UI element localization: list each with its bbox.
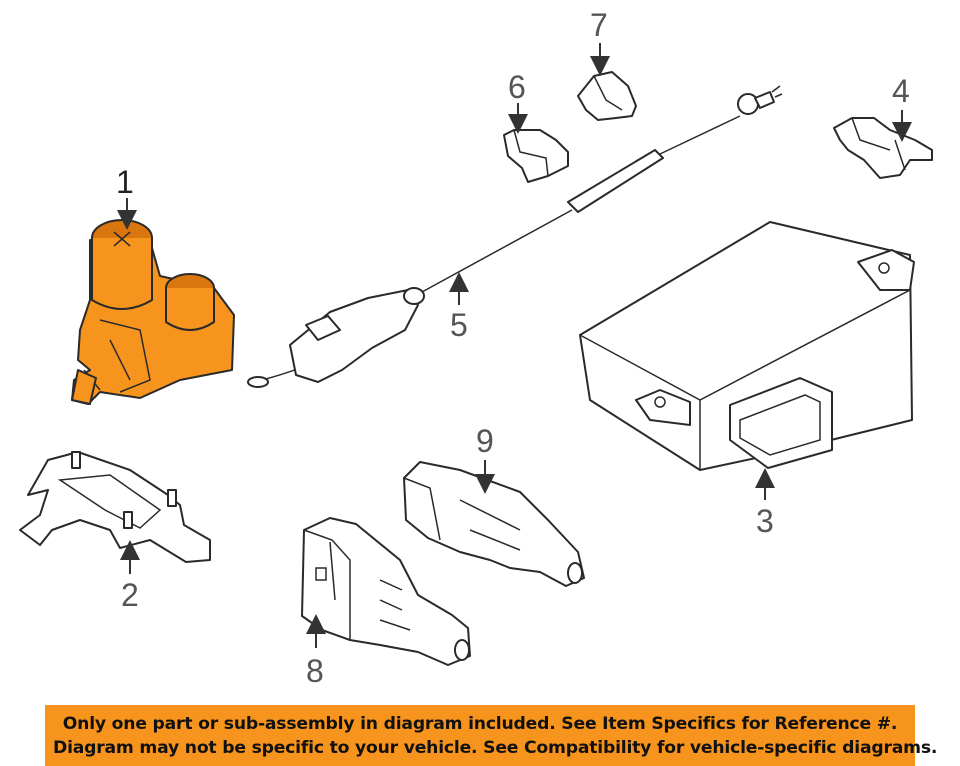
callout-6: 6 xyxy=(508,69,526,105)
callout-3: 3 xyxy=(756,503,774,539)
part-5-cable[interactable] xyxy=(247,85,783,388)
callout-4: 4 xyxy=(892,73,910,109)
disclaimer-line-1: Only one part or sub-assembly in diagram… xyxy=(62,714,898,734)
part-7-clip[interactable] xyxy=(577,71,637,121)
callout-7: 7 xyxy=(590,7,608,43)
callout-5: 5 xyxy=(450,307,468,343)
part-3-control-module[interactable] xyxy=(579,221,915,471)
part-6-clip[interactable] xyxy=(503,129,569,183)
disclaimer-banner: Only one part or sub-assembly in diagram… xyxy=(45,705,938,766)
parts-diagram: 1 2 3 4 5 6 7 8 9 xyxy=(19,7,933,689)
part-8-switch[interactable] xyxy=(301,517,471,666)
part-2-bracket[interactable] xyxy=(19,451,211,563)
callout-1: 1 xyxy=(116,164,134,200)
callout-8: 8 xyxy=(306,653,324,689)
callout-9: 9 xyxy=(476,423,494,459)
part-4-clip[interactable] xyxy=(833,117,933,179)
callout-2: 2 xyxy=(121,577,139,613)
disclaimer-line-2: Diagram may not be specific to your vehi… xyxy=(53,738,938,758)
part-1-actuator[interactable] xyxy=(71,219,235,405)
part-9-switch[interactable] xyxy=(403,461,585,587)
